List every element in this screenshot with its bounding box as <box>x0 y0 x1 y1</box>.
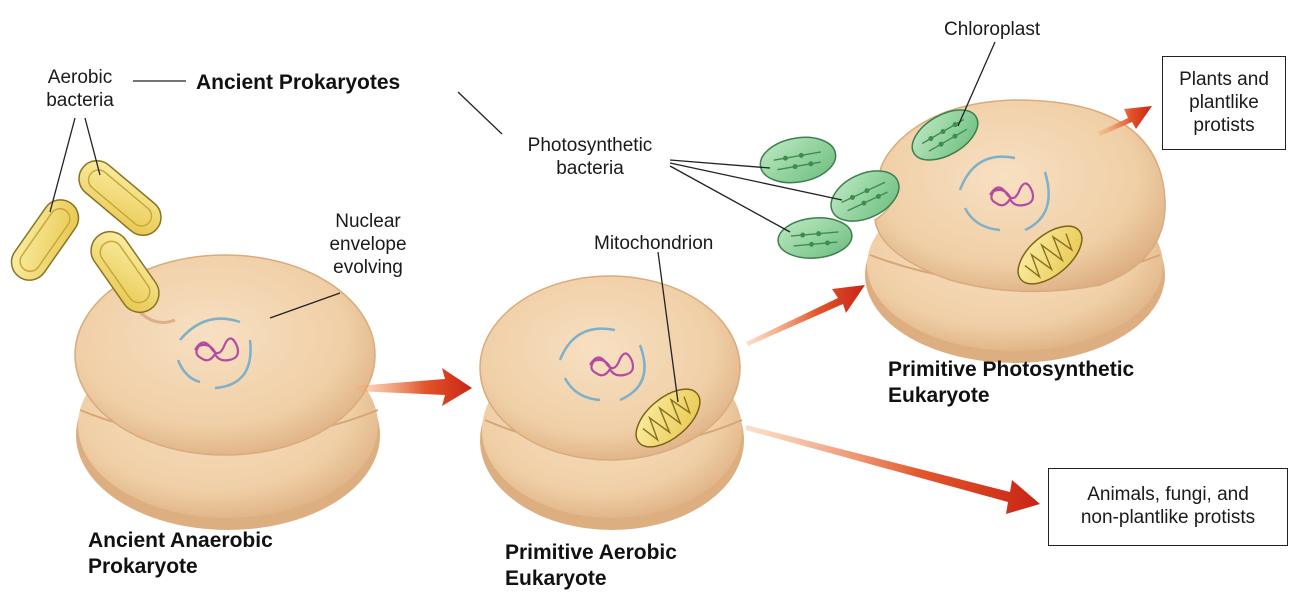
mitochondrion-label: Mitochondrion <box>594 232 713 255</box>
stage-aerobic-eukaryote: Primitive Aerobic Eukaryote <box>505 540 677 592</box>
stage-anaerobic-prokaryote: Ancient Anaerobic Prokaryote <box>88 528 273 580</box>
photosynthetic-bacteria-label: Photosynthetic bacteria <box>505 134 675 180</box>
aerobic-eukaryote-cell <box>480 276 744 530</box>
aerobic-bacterium <box>72 153 169 242</box>
aerobic-bacterium <box>4 193 85 287</box>
photosynthetic-bacterium <box>757 132 839 189</box>
arrow-aerobic-to-animals <box>746 425 1040 514</box>
outcome-animals-box: Animals, fungi, and non-plantlike protis… <box>1048 468 1288 546</box>
ancient-prokaryotes-label: Ancient Prokaryotes <box>196 70 400 96</box>
photosynthetic-eukaryote-cell <box>865 100 1165 363</box>
arrow-aerobic-to-photosynthetic <box>746 285 865 346</box>
chloroplast-label: Chloroplast <box>944 18 1040 41</box>
nuclear-envelope-label: Nuclear envelope evolving <box>318 210 418 279</box>
photosynthetic-bacterium <box>776 215 853 261</box>
outcome-plants-box: Plants and plantlike protists <box>1162 56 1286 150</box>
aerobic-bacteria-label: Aerobic bacteria <box>20 66 140 112</box>
stage-photosynthetic-eukaryote: Primitive Photosynthetic Eukaryote <box>888 357 1134 409</box>
